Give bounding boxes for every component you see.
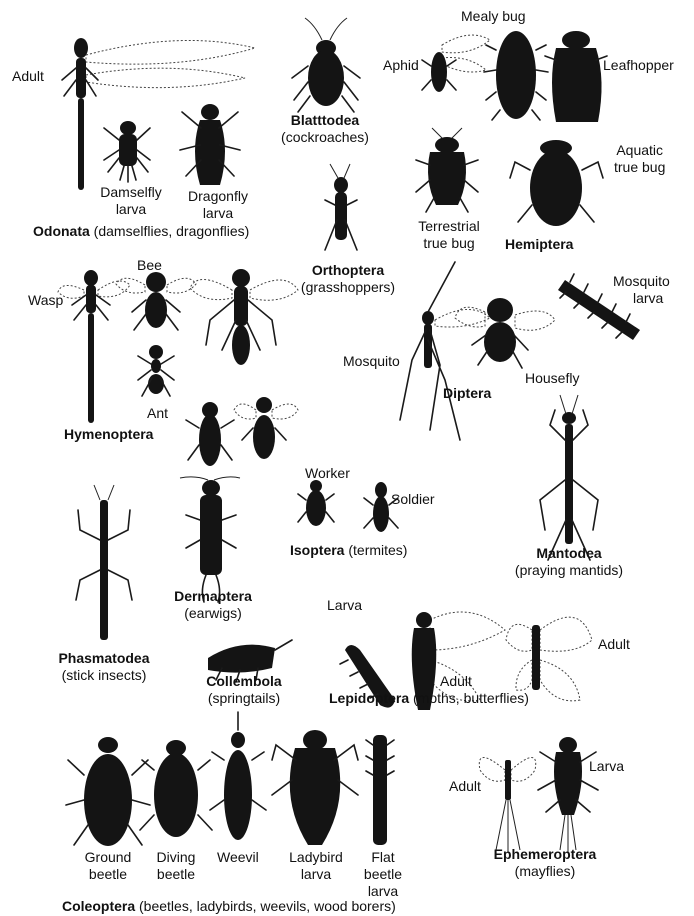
label-damselfly-larva: Damselflylarva <box>96 184 166 218</box>
label-mealy-bug: Mealy bug <box>461 8 526 25</box>
label-larva-mayfly: Larva <box>589 758 624 775</box>
label-flat-beetle-larva: Flatbeetlelarva <box>360 849 406 900</box>
housefly-illustration <box>455 298 555 368</box>
label-order-isoptera: Isoptera (termites) <box>290 542 407 559</box>
grasshopper-illustration <box>325 164 357 250</box>
label-wasp: Wasp <box>28 292 63 309</box>
mayfly-adult-illustration <box>479 758 535 853</box>
label-ladybird-larva: Ladybirdlarva <box>281 849 351 883</box>
wasp-illustration <box>58 270 130 423</box>
aphid-illustration <box>422 35 490 92</box>
label-order-dermaptera: Dermaptera(earwigs) <box>165 588 261 622</box>
label-order-hymenoptera: Hymenoptera <box>64 426 153 443</box>
damselfly-larva-illustration <box>104 121 150 182</box>
label-bee: Bee <box>137 257 162 274</box>
label-order-ephemeroptera: Ephemeroptera(mayflies) <box>482 846 608 880</box>
label-ant: Ant <box>147 405 168 422</box>
label-order-lepidoptera: Lepidoptera (moths, butterflies) <box>329 690 529 707</box>
aquatic-bug-illustration <box>510 140 603 226</box>
bee-illustration <box>116 272 196 330</box>
label-adult-butterfly: Adult <box>598 636 630 653</box>
flat-beetle-larva-illustration <box>366 735 394 845</box>
label-ground-beetle: Groundbeetle <box>74 849 142 883</box>
label-terrestrial-true-bug: Terrestrialtrue bug <box>408 218 490 252</box>
label-order-phasmatodea: Phasmatodea(stick insects) <box>48 650 160 684</box>
label-larva-lepidoptera: Larva <box>327 597 362 614</box>
butterfly-adult-illustration <box>506 617 592 701</box>
ground-beetle-illustration <box>66 737 150 846</box>
label-order-odonata: Odonata (damselflies, dragonflies) <box>33 223 249 240</box>
mayfly-larva-illustration <box>538 737 598 852</box>
wasp-large-illustration <box>190 269 298 365</box>
label-aphid: Aphid <box>383 57 419 74</box>
mealy-bug-illustration <box>484 31 548 120</box>
label-order-orthoptera: Orthoptera(grasshoppers) <box>292 262 404 296</box>
label-order-collembola: Collembola(springtails) <box>194 673 294 707</box>
label-soldier: Soldier <box>391 491 435 508</box>
ant-illustration <box>138 345 174 396</box>
label-worker: Worker <box>305 465 350 482</box>
bee-bottom-illustration <box>234 397 298 459</box>
leafhopper-illustration <box>545 31 607 122</box>
label-adult-damselfly: Adult <box>12 68 44 85</box>
label-leafhopper: Leafhopper <box>603 57 674 74</box>
label-aquatic-true-bug: Aquatictrue bug <box>614 142 665 176</box>
stick-insect-illustration <box>76 485 132 640</box>
label-mosquito: Mosquito <box>343 353 400 370</box>
wasp-bottom-illustration <box>186 402 234 466</box>
label-order-coleoptera: Coleoptera (beetles, ladybirds, weevils,… <box>62 898 396 915</box>
ladybird-larva-illustration <box>272 730 358 845</box>
mantis-illustration <box>540 395 598 560</box>
label-weevil: Weevil <box>217 849 259 866</box>
label-order-mantodea: Mantodea(praying mantids) <box>505 545 633 579</box>
label-adult-mayfly: Adult <box>449 778 481 795</box>
label-housefly: Housefly <box>525 370 579 387</box>
terrestrial-bug-illustration <box>416 128 478 212</box>
diving-beetle-illustration <box>140 740 212 837</box>
earwig-illustration <box>180 477 240 602</box>
label-diving-beetle: Divingbeetle <box>146 849 206 883</box>
dragonfly-larva-illustration <box>180 104 240 185</box>
label-adult-moth: Adult <box>440 673 472 690</box>
label-dragonfly-larva: Dragonflylarva <box>180 188 256 222</box>
label-order-diptera: Diptera <box>443 385 491 402</box>
label-mosquito-larva: Mosquitolarva <box>613 273 670 307</box>
weevil-illustration <box>210 712 266 840</box>
label-order-blattodea: Blatttodea(cockroaches) <box>270 112 380 146</box>
termite-worker-illustration <box>298 480 334 526</box>
label-order-hemiptera: Hemiptera <box>505 236 573 253</box>
mosquito-illustration <box>400 262 490 440</box>
cockroach-illustration <box>292 18 360 112</box>
